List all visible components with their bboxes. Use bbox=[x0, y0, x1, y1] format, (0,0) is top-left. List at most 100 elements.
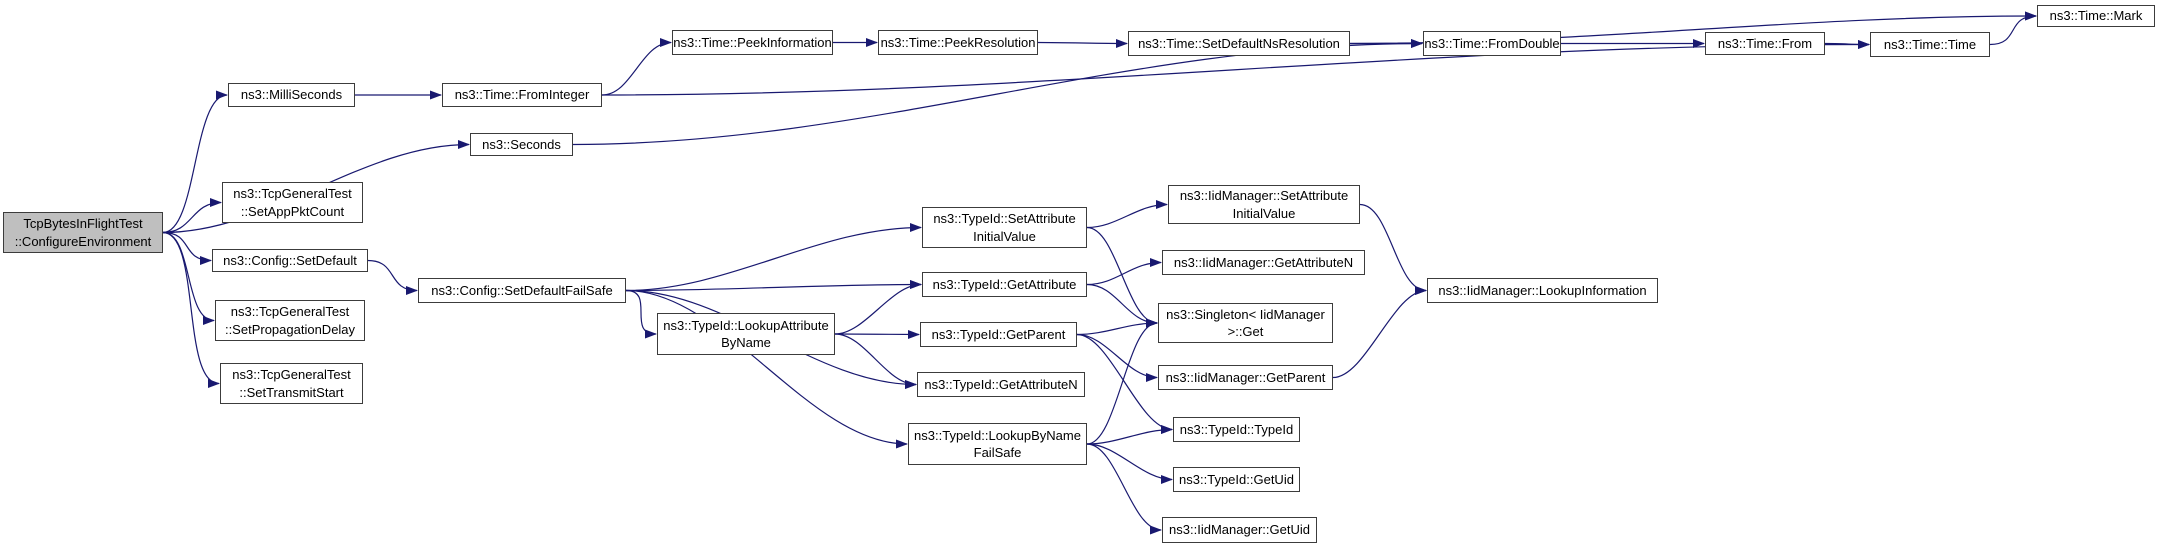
call-graph-edges bbox=[162, 11, 2037, 535]
node-typeid-typeid[interactable]: ns3::TypeId::TypeId bbox=[1173, 417, 1300, 442]
edge-typeid-lookup-attribute-by-name--typeid-get-attribute-n bbox=[834, 333, 917, 389]
node-label-line: ns3::MilliSeconds bbox=[240, 87, 343, 103]
node-label-line: >::Get bbox=[1227, 324, 1264, 339]
node-milliseconds[interactable]: ns3::MilliSeconds bbox=[228, 83, 355, 107]
edge-typeid-set-attribute-initial-value--singleton-get bbox=[1086, 226, 1158, 328]
node-typeid-get-attribute[interactable]: ns3::TypeId::GetAttribute bbox=[922, 272, 1087, 297]
node-label-line: ns3::Time::PeekInformation bbox=[673, 34, 832, 50]
node-label-line: ns3::Time::Time bbox=[1883, 36, 1977, 52]
node-label-line: ns3::TcpGeneralTest bbox=[232, 367, 351, 383]
edge-typeid-lookup-by-name-fail-safe--singleton-get bbox=[1086, 318, 1158, 445]
node-label-line: ns3::Time::From bbox=[1717, 35, 1813, 51]
edge-time-from-integer--time-time bbox=[601, 40, 1870, 96]
node-label-line: ns3::IidManager::GetUid bbox=[1169, 522, 1310, 538]
edge-configure-environment--set-propagation-delay bbox=[162, 231, 215, 325]
node-label-line: ns3::TcpGeneralTest bbox=[230, 304, 350, 320]
edge-configure-environment--config-set-default bbox=[162, 231, 212, 265]
edge-config-set-default--config-set-default-fail-safe bbox=[367, 259, 418, 295]
node-iid-get-attribute-n[interactable]: ns3::IidManager::GetAttributeN bbox=[1162, 250, 1365, 275]
node-label-line: ns3::IidManager::SetAttribute bbox=[1179, 188, 1349, 204]
node-singleton-get[interactable]: ns3::Singleton< IidManager>::Get bbox=[1158, 303, 1333, 343]
edge-time-peek-resolution--time-set-default-ns-resolution bbox=[1037, 38, 1128, 48]
node-set-propagation-delay[interactable]: ns3::TcpGeneralTest::SetPropagationDelay bbox=[215, 300, 365, 341]
node-label-line: ns3::Time::PeekResolution bbox=[880, 34, 1036, 50]
edge-configure-environment--set-app-pkt-count bbox=[162, 198, 222, 234]
node-label-line: ns3::TypeId::GetParent bbox=[931, 326, 1066, 342]
node-time-from-double[interactable]: ns3::Time::FromDouble bbox=[1423, 31, 1561, 56]
node-label-line: InitialValue bbox=[1232, 205, 1296, 221]
node-label-line: ns3::Time::SetDefaultNsResolution bbox=[1138, 35, 1340, 51]
node-label-line: ns3::Time::FromInteger bbox=[454, 87, 590, 103]
node-config-set-default-fail-safe[interactable]: ns3::Config::SetDefaultFailSafe bbox=[418, 278, 626, 303]
node-typeid-get-parent[interactable]: ns3::TypeId::GetParent bbox=[920, 322, 1077, 347]
edge-configure-environment--set-transmit-start bbox=[162, 231, 220, 388]
edge-time-time--time-mark bbox=[1989, 11, 2037, 46]
edge-typeid-get-parent--singleton-get bbox=[1076, 318, 1158, 336]
edge-typeid-get-attribute--iid-get-attribute-n bbox=[1086, 258, 1162, 286]
edge-config-set-default-fail-safe--typeid-lookup-by-name-fail-safe bbox=[625, 289, 908, 449]
node-time-from-integer[interactable]: ns3::Time::FromInteger bbox=[442, 83, 602, 107]
node-time-mark[interactable]: ns3::Time::Mark bbox=[2037, 5, 2155, 27]
node-iid-get-uid[interactable]: ns3::IidManager::GetUid bbox=[1162, 517, 1317, 543]
node-typeid-get-uid[interactable]: ns3::TypeId::GetUid bbox=[1173, 467, 1300, 492]
node-time-set-default-ns-resolution[interactable]: ns3::Time::SetDefaultNsResolution bbox=[1128, 31, 1350, 56]
edge-config-set-default-fail-safe--typeid-set-attribute-initial-value bbox=[625, 223, 922, 292]
edge-typeid-lookup-attribute-by-name--typeid-get-parent bbox=[834, 329, 920, 339]
node-label-line: ns3::Singleton< IidManager bbox=[1166, 306, 1325, 322]
node-configure-environment: TcpBytesInFlightTest::ConfigureEnvironme… bbox=[3, 212, 163, 253]
edge-typeid-lookup-by-name-fail-safe--typeid-get-uid bbox=[1086, 443, 1173, 484]
edge-typeid-lookup-by-name-fail-safe--iid-get-uid bbox=[1086, 443, 1162, 535]
node-label-line: ns3::TcpGeneralTest bbox=[233, 186, 352, 202]
edge-typeid-get-parent--iid-get-parent bbox=[1076, 333, 1158, 382]
node-config-set-default[interactable]: ns3::Config::SetDefault bbox=[212, 249, 368, 272]
node-label-line: ns3::TypeId::SetAttribute bbox=[933, 211, 1076, 227]
node-label-line: ns3::IidManager::GetParent bbox=[1165, 369, 1326, 385]
node-label-line: ::SetAppPktCount bbox=[240, 203, 345, 219]
node-label-line: FailSafe bbox=[973, 445, 1022, 460]
node-label-line: ns3::TypeId::LookupAttribute bbox=[663, 317, 829, 333]
node-set-app-pkt-count[interactable]: ns3::TcpGeneralTest::SetAppPktCount bbox=[222, 182, 363, 223]
node-time-time[interactable]: ns3::Time::Time bbox=[1870, 32, 1990, 57]
node-label-line: ns3::Seconds bbox=[482, 136, 561, 152]
node-label-line: ns3::IidManager::LookupInformation bbox=[1438, 282, 1647, 298]
node-iid-get-parent[interactable]: ns3::IidManager::GetParent bbox=[1158, 365, 1333, 390]
node-label-line: TcpBytesInFlightTest bbox=[23, 216, 143, 232]
edge-typeid-set-attribute-initial-value--iid-set-attribute-initial-value bbox=[1086, 200, 1168, 229]
node-label-line: ns3::Time::Mark bbox=[2049, 8, 2143, 24]
edge-config-set-default-fail-safe--typeid-get-attribute bbox=[625, 280, 922, 292]
edge-typeid-get-parent--typeid-typeid bbox=[1076, 333, 1173, 434]
node-label-line: ns3::Config::SetDefault bbox=[223, 252, 357, 268]
node-label-line: ns3::Config::SetDefaultFailSafe bbox=[431, 282, 613, 298]
edge-configure-environment--milliseconds bbox=[162, 90, 228, 234]
node-label-line: ns3::TypeId::TypeId bbox=[1179, 421, 1294, 437]
node-label-line: ns3::TypeId::LookupByName bbox=[914, 427, 1081, 443]
node-typeid-get-attribute-n[interactable]: ns3::TypeId::GetAttributeN bbox=[917, 372, 1085, 397]
node-label-line: ns3::TypeId::GetUid bbox=[1179, 471, 1294, 487]
edge-typeid-lookup-attribute-by-name--typeid-get-attribute bbox=[834, 280, 922, 335]
node-set-transmit-start[interactable]: ns3::TcpGeneralTest::SetTransmitStart bbox=[220, 363, 363, 404]
node-time-from[interactable]: ns3::Time::From bbox=[1705, 32, 1825, 55]
node-label-line: ::SetTransmitStart bbox=[239, 384, 344, 400]
edge-iid-get-parent--iid-lookup-information bbox=[1332, 286, 1427, 379]
edge-time-from--time-time bbox=[1824, 39, 1870, 49]
node-time-peek-resolution[interactable]: ns3::Time::PeekResolution bbox=[878, 30, 1038, 55]
node-label-line: ByName bbox=[721, 335, 771, 350]
edge-typeid-lookup-by-name-fail-safe--typeid-typeid bbox=[1086, 425, 1173, 445]
node-label-line: ns3::TypeId::GetAttribute bbox=[932, 276, 1077, 292]
node-label-line: ns3::TypeId::GetAttributeN bbox=[924, 376, 1078, 392]
node-label-line: ns3::IidManager::GetAttributeN bbox=[1173, 254, 1354, 270]
node-label-line: ::ConfigureEnvironment bbox=[14, 233, 152, 249]
edge-time-from-integer--time-peek-information bbox=[601, 38, 672, 96]
edge-iid-set-attribute-initial-value--iid-lookup-information bbox=[1359, 203, 1427, 295]
node-iid-lookup-information[interactable]: ns3::IidManager::LookupInformation bbox=[1427, 278, 1658, 303]
node-label-line: ns3::Time::FromDouble bbox=[1424, 35, 1560, 51]
node-seconds[interactable]: ns3::Seconds bbox=[470, 133, 573, 156]
node-label-line: InitialValue bbox=[973, 228, 1036, 244]
node-time-peek-information[interactable]: ns3::Time::PeekInformation bbox=[672, 30, 833, 55]
